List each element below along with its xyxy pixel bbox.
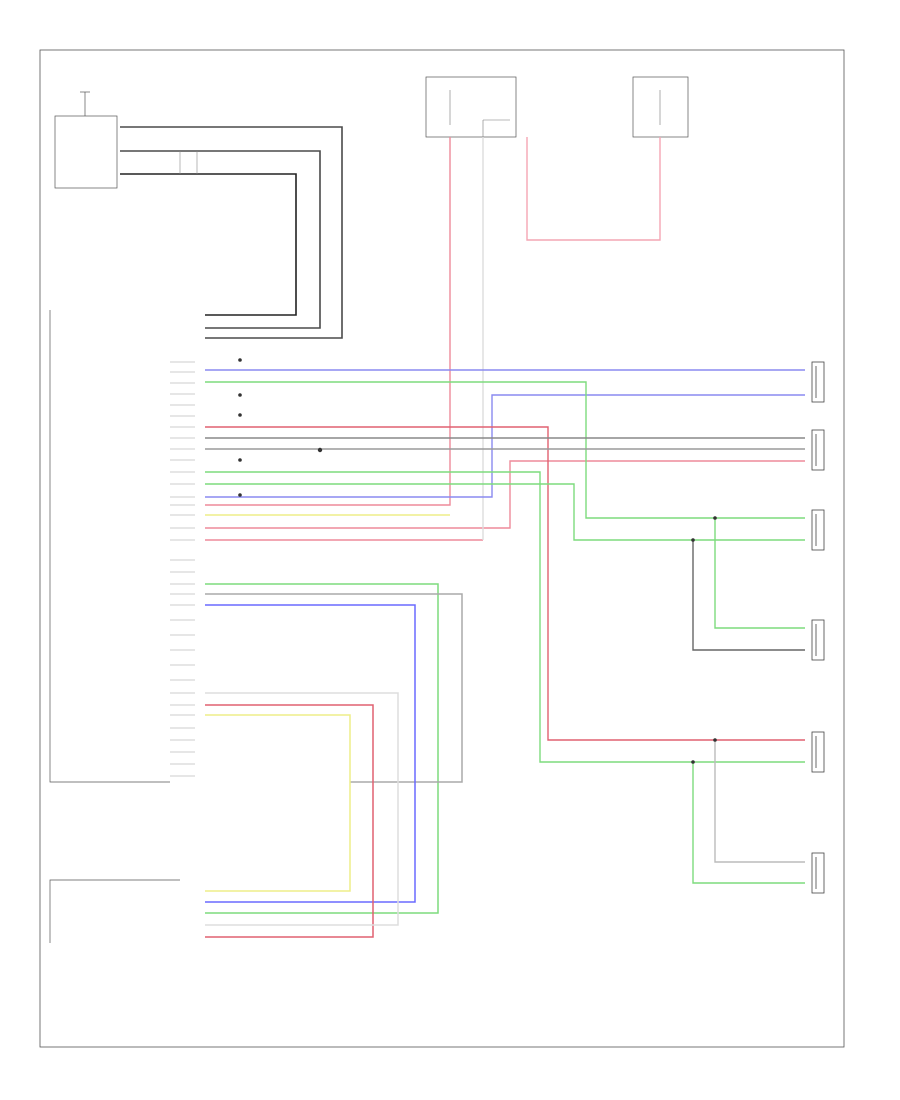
radio-antenna-module (54, 91, 118, 189)
speaker-connector-front-left (811, 361, 825, 403)
speaker-connector-rear-mid (811, 509, 825, 551)
speaker-connector-right-tweeter (811, 852, 825, 894)
aux-wiring (205, 583, 463, 938)
speaker-connector-left-rear (811, 429, 825, 471)
speaker-connector-front-passenger (811, 731, 825, 773)
fuse-box-hot-at-all-times (425, 76, 517, 138)
splice-points (238, 358, 717, 764)
fuse-box-hot-in-run (632, 76, 689, 138)
speaker-connector-left-tweeter (811, 619, 825, 661)
diagram-frame (39, 49, 845, 1048)
audio-unit-outline (49, 310, 170, 783)
aux-input-connector-outline (49, 879, 180, 943)
audio-unit-pin-ticks (170, 361, 195, 777)
power-wiring (205, 137, 805, 541)
speaker-wiring (205, 369, 805, 884)
antenna-wiring (120, 126, 343, 339)
